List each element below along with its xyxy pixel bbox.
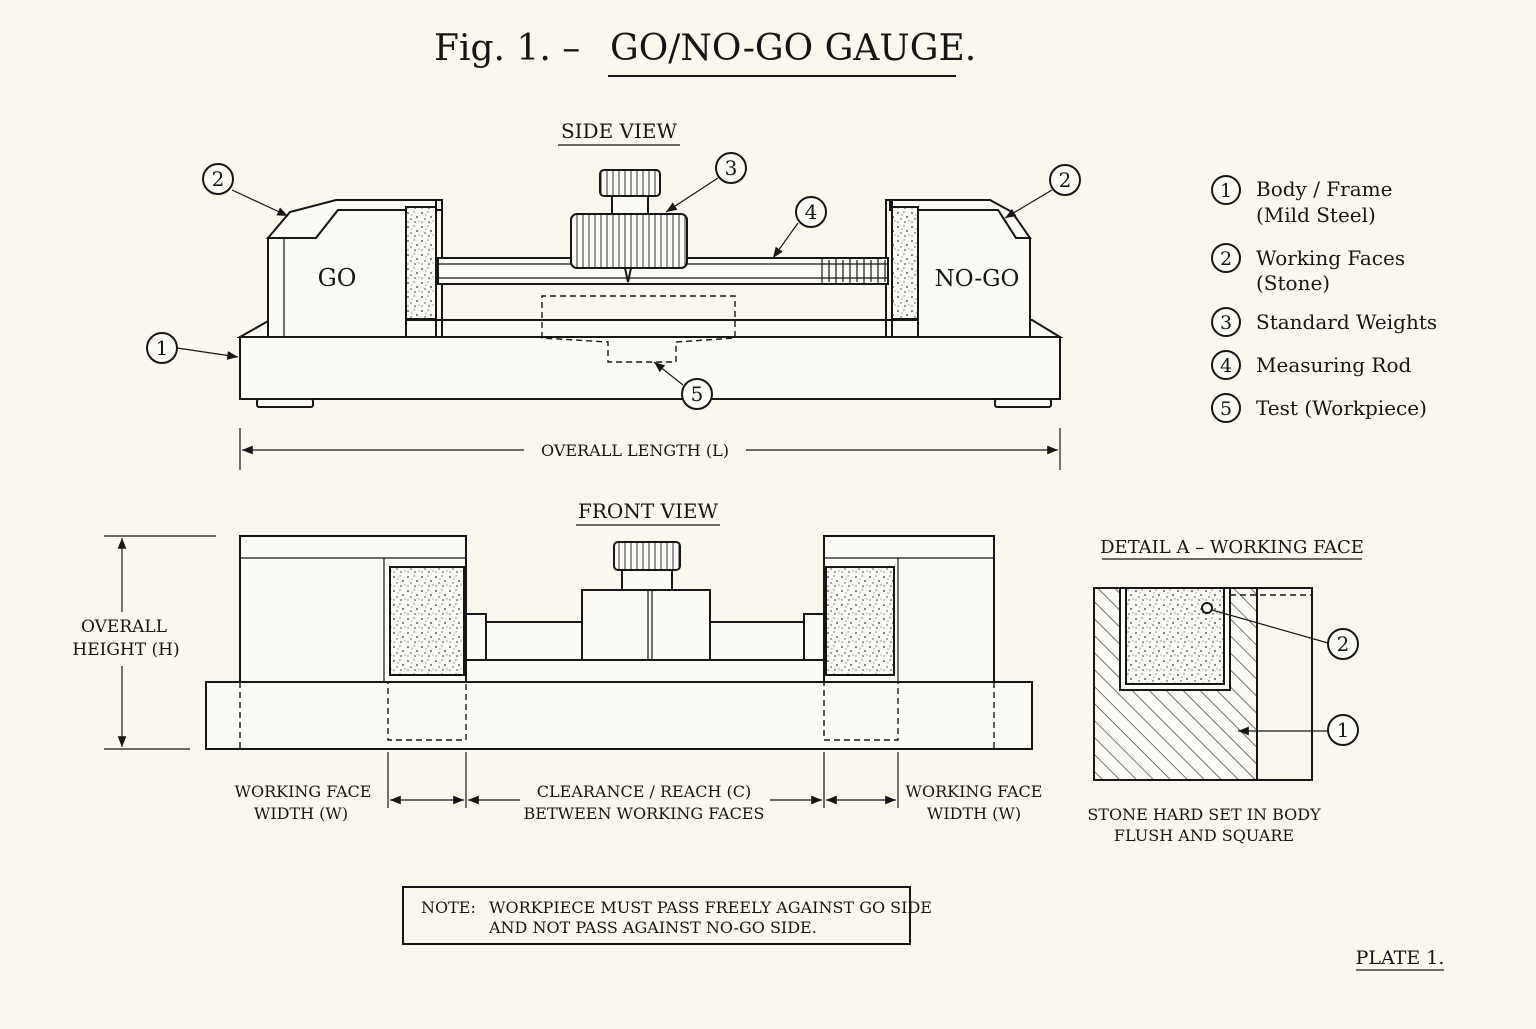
weight-pointer [624, 267, 632, 283]
svg-text:(Mild Steel): (Mild Steel) [1256, 203, 1376, 227]
svg-text:1: 1 [1220, 180, 1232, 202]
front-weight-neck [621, 569, 673, 591]
note-line-2: AND NOT PASS AGAINST NO-GO SIDE. [488, 918, 817, 937]
svg-text:4: 4 [1220, 355, 1232, 377]
nogo-working-face [891, 206, 919, 320]
legend-item-test-workpiece: 5 Test (Workpiece) [1211, 393, 1427, 423]
figure-title: GO/NO-GO GAUGE. [610, 28, 976, 69]
detail-title: DETAIL A – WORKING FACE [1100, 537, 1364, 558]
clearance-label-1: CLEARANCE / REACH (C) [537, 782, 751, 801]
wfw-right-label-2: WIDTH (W) [927, 804, 1021, 823]
leader-3 [665, 177, 719, 213]
svg-text:5: 5 [691, 382, 704, 406]
svg-text:1: 1 [156, 336, 169, 360]
wfw-left-label-2: WIDTH (W) [254, 804, 348, 823]
leader-2-left [231, 189, 289, 217]
svg-text:3: 3 [725, 156, 738, 180]
front-base [205, 681, 1033, 750]
detail-caption-2: FLUSH AND SQUARE [1114, 826, 1294, 845]
legend-item-working-faces: 2 Working Faces (Stone) [1211, 243, 1405, 295]
weight-neck [611, 195, 649, 215]
side-foot-right [994, 398, 1052, 408]
detail-caption-1: STONE HARD SET IN BODY [1087, 805, 1321, 824]
svg-text:Standard Weights: Standard Weights [1256, 310, 1437, 334]
svg-text:2: 2 [1220, 248, 1232, 270]
front-face-right-recess [823, 681, 899, 741]
weight-body [570, 213, 688, 269]
svg-text:(Stone): (Stone) [1256, 271, 1330, 295]
svg-text:Test (Workpiece): Test (Workpiece) [1256, 396, 1427, 420]
svg-text:5: 5 [1220, 398, 1232, 420]
legend-item-body: 1 Body / Frame (Mild Steel) [1211, 175, 1392, 227]
legend-item-standard-weights: 3 Standard Weights [1211, 307, 1437, 337]
side-base [239, 336, 1061, 400]
wfw-right-label-1: WORKING FACE [906, 782, 1043, 801]
front-rod-end-right [803, 613, 825, 661]
callout-1-side: 1 [146, 332, 178, 364]
overall-height-label-2: HEIGHT (H) [72, 640, 179, 660]
side-view-title: SIDE VIEW [561, 119, 678, 143]
callout-5: 5 [681, 378, 713, 410]
detail-stone [1125, 587, 1225, 685]
front-view: OVERALL HEIGHT (H) WORKING FACE WIDTH (W… [72, 535, 1043, 823]
svg-text:2: 2 [1337, 632, 1350, 656]
front-working-face-right [825, 566, 895, 676]
side-view: GO NO-GO [146, 152, 1081, 470]
weight-knob [599, 169, 661, 197]
callout-3: 3 [715, 152, 747, 184]
front-rod-end-left [465, 613, 487, 661]
svg-text:Working Faces: Working Faces [1256, 246, 1405, 270]
detail-mark [1201, 602, 1213, 614]
svg-text:Body / Frame: Body / Frame [1256, 177, 1392, 201]
svg-text:2: 2 [1059, 168, 1072, 192]
note-box: NOTE: WORKPIECE MUST PASS FREELY AGAINST… [402, 886, 932, 945]
go-label: GO [318, 264, 357, 292]
svg-text:4: 4 [805, 200, 818, 224]
front-working-face-left [389, 566, 465, 676]
front-weight-body [581, 589, 711, 661]
detail-callout-2: 2 [1327, 628, 1359, 660]
rod-scale [821, 258, 886, 284]
callout-2-left: 2 [202, 163, 234, 195]
nogo-block [917, 209, 1031, 338]
front-view-title: FRONT VIEW [578, 499, 718, 523]
leader-2-right [1004, 189, 1053, 219]
overall-height-label-1: OVERALL [81, 617, 167, 637]
leader-5 [653, 361, 684, 386]
svg-text:3: 3 [1220, 312, 1232, 334]
nogo-label: NO-GO [935, 266, 1020, 292]
clearance-label-2: BETWEEN WORKING FACES [524, 804, 765, 823]
legend-item-measuring-rod: 4 Measuring Rod [1211, 350, 1411, 380]
overall-length-label: OVERALL LENGTH (L) [541, 441, 729, 460]
parts-legend: 1 Body / Frame (Mild Steel) 2 Working Fa… [1211, 175, 1437, 423]
side-foot-left [256, 398, 314, 408]
detail-callout-1: 1 [1327, 714, 1359, 746]
note-label: NOTE: [421, 898, 476, 917]
figure-number: Fig. 1. – [434, 28, 580, 69]
svg-text:2: 2 [212, 167, 225, 191]
leader-4 [772, 222, 799, 259]
note-line-1: WORKPIECE MUST PASS FREELY AGAINST GO SI… [489, 898, 932, 917]
plate-label: PLATE 1. [1356, 947, 1445, 969]
detail-a: 2 1 [1093, 587, 1359, 781]
callout-4: 4 [795, 196, 827, 228]
detail-leader-2 [1211, 609, 1329, 644]
svg-text:Measuring Rod: Measuring Rod [1256, 353, 1411, 377]
leader-1-side [176, 347, 239, 360]
callout-2-right: 2 [1049, 164, 1081, 196]
svg-text:1: 1 [1337, 718, 1350, 742]
front-face-left-recess [387, 681, 467, 741]
go-working-face [405, 206, 437, 320]
wfw-left-label-1: WORKING FACE [235, 782, 372, 801]
front-rod-rail [465, 659, 825, 683]
front-weight-knob [613, 541, 681, 571]
